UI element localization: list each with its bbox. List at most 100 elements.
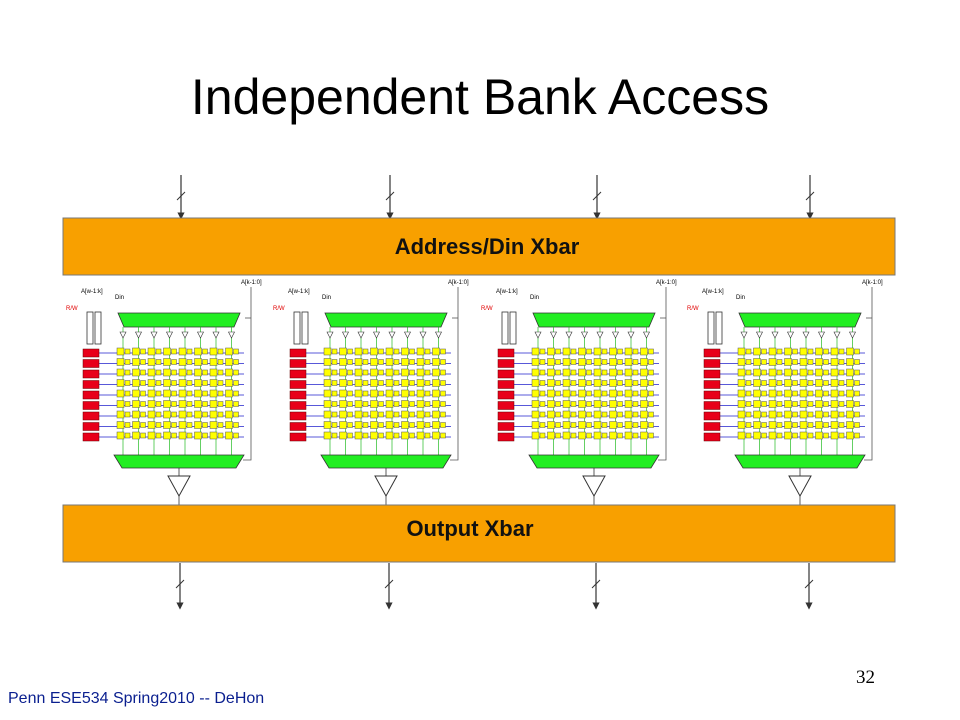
decoder-cell [289,369,307,379]
bus-slash-mark [804,579,814,589]
memory-cell [539,348,546,355]
memory-cell [323,368,332,377]
output-buffer [788,475,812,498]
decoder-cell [497,422,515,431]
memory-cell [416,400,425,408]
address-register [707,311,715,345]
memory-cell [132,400,140,408]
memory-cell [555,359,561,365]
memory-cell [815,368,823,377]
memory-cell [624,358,633,366]
memory-cell [186,401,193,407]
memory-cell [116,347,125,356]
memory-cell [854,432,860,439]
memory-cell [838,390,845,397]
memory-cell [354,421,363,429]
memory-cell [593,379,602,387]
memory-cell [570,432,577,439]
memory-cell [178,368,187,377]
memory-cell [354,347,363,356]
memory-cell [745,369,752,376]
control-line [243,287,252,461]
memory-cell [209,379,218,387]
memory-cell [601,411,608,418]
memory-cell [830,379,839,387]
memory-cell [745,390,752,397]
bus-slash-mark [805,191,815,201]
addr-high-label: A[w-1:k] [288,289,310,295]
rw-label: R/W [481,306,493,312]
memory-cell [440,390,446,397]
memory-cell [617,348,623,355]
memory-cell [823,359,829,365]
memory-cell [331,390,338,397]
memory-cell [761,348,767,355]
memory-cell [385,421,394,429]
memory-cell [393,380,400,386]
memory-cell [147,431,156,440]
memory-cell [424,369,431,376]
memory-cell [370,347,378,356]
memory-cell [768,421,777,429]
memory-cell [562,368,571,377]
decoder-cell [497,390,515,400]
memory-cell [370,431,378,440]
memory-cell [648,390,654,397]
memory-cell [140,411,146,418]
memory-cell [640,347,648,356]
memory-cell [593,389,602,398]
control-line [450,287,459,461]
memory-cell [370,358,378,366]
memory-cell [401,389,409,398]
addr-low-label: A[k-1:0] [656,280,677,286]
memory-cell [578,431,586,440]
memory-cell [792,422,798,428]
memory-cell [753,431,761,440]
memory-cell [132,431,140,440]
memory-cell [815,389,823,398]
decoder-cell [497,411,515,421]
memory-cell [440,359,446,365]
memory-cell [593,421,602,429]
decoder-cell [82,369,100,379]
memory-cell [815,347,823,356]
memory-cell [531,421,540,429]
address-register [715,311,723,345]
memory-cell [124,380,131,386]
memory-cell [163,358,171,366]
memory-cell [815,410,823,419]
memory-cell [194,389,202,398]
memory-cell [339,410,347,419]
memory-cell [155,359,162,365]
memory-cell [171,422,177,428]
memory-cell [209,368,218,377]
memory-cell [416,421,425,429]
memory-cell [593,368,602,377]
memory-cell [424,380,431,386]
memory-cell [217,411,224,418]
memory-cell [799,389,808,398]
memory-cell [409,380,415,386]
output-buffer [167,475,191,498]
memory-cell [799,358,808,366]
memory-cell [140,390,146,397]
memory-cell [601,380,608,386]
memory-cell [370,421,378,429]
memory-cell [209,410,218,419]
memory-cell [217,401,224,407]
memory-cell [362,369,369,376]
memory-cell [432,368,440,377]
memory-cell [570,422,577,428]
tristate-driver [181,331,189,339]
memory-cell [737,421,746,429]
memory-cell [378,380,384,386]
output-buffer [582,475,606,498]
memory-cell [124,411,131,418]
memory-cell [753,410,761,419]
memory-cell [225,400,233,408]
tristate-driver [627,331,635,339]
memory-cell [347,390,353,397]
memory-cell [323,400,332,408]
memory-cell [815,431,823,440]
memory-cell [753,358,761,366]
